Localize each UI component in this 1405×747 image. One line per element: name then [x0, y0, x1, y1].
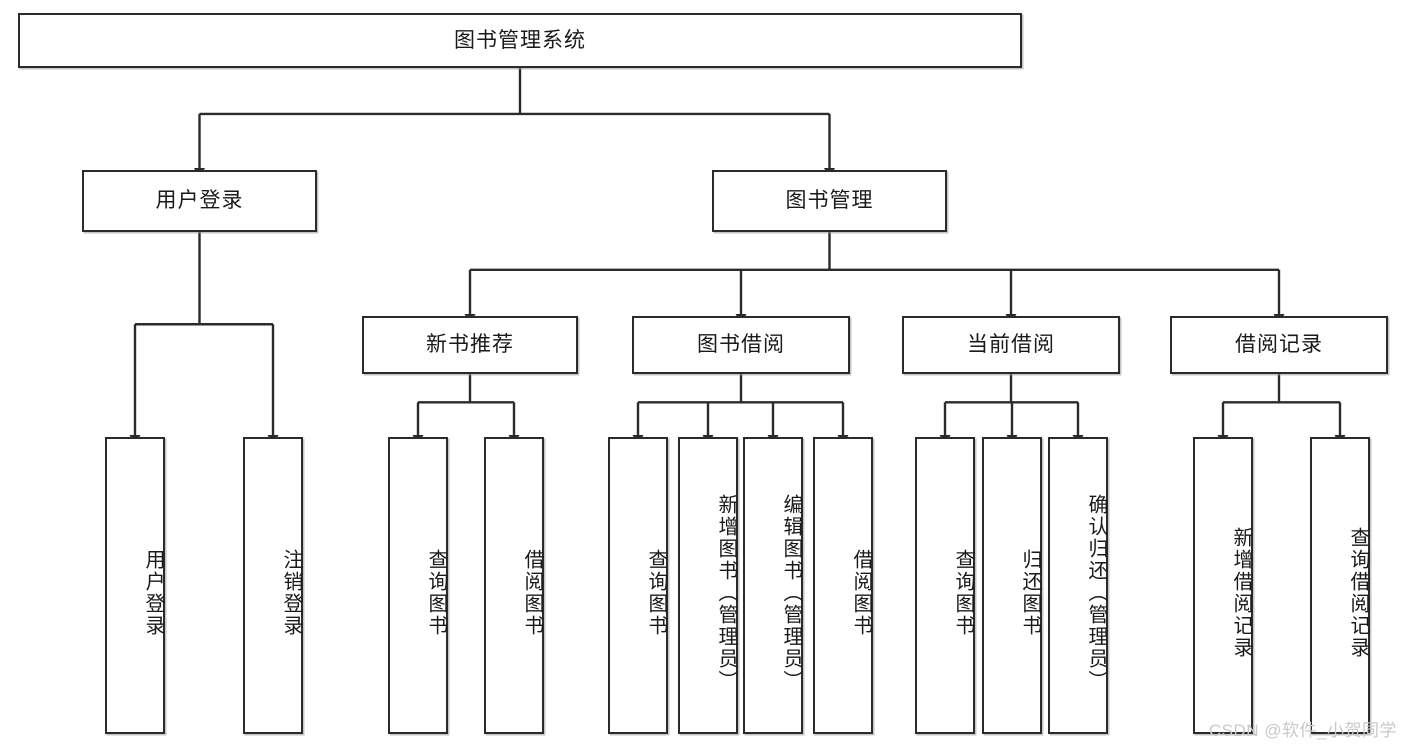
node-label: 查询图书 — [425, 548, 447, 637]
node-leaf-cur-return[interactable]: 归还图书 — [982, 437, 1042, 734]
node-leaf-borrow-add[interactable]: 新增图书（管理员） — [678, 437, 738, 734]
node-leaf-rec-add[interactable]: 新增借阅记录 — [1193, 437, 1253, 734]
node-current-borrow[interactable]: 当前借阅 — [902, 316, 1120, 374]
node-label: 用户登录 — [142, 548, 164, 637]
node-leaf-user-logout[interactable]: 注销登录 — [243, 437, 303, 734]
node-label: 当前借阅 — [967, 333, 1055, 357]
node-new-book-rec[interactable]: 新书推荐 — [362, 316, 578, 374]
node-label: 新增图书（管理员） — [715, 493, 737, 692]
edge-group — [129, 68, 1346, 445]
node-label: 查询借阅记录 — [1347, 526, 1369, 659]
node-book-manage[interactable]: 图书管理 — [712, 170, 947, 232]
node-leaf-borrow-query[interactable]: 查询图书 — [608, 437, 668, 734]
node-label: 借阅图书 — [521, 548, 543, 637]
node-label: 借阅图书 — [850, 548, 872, 637]
node-leaf-borrow-edit[interactable]: 编辑图书（管理员） — [743, 437, 803, 734]
node-label: 查询图书 — [645, 548, 667, 637]
node-user-login[interactable]: 用户登录 — [82, 170, 317, 232]
node-leaf-borrow-lend[interactable]: 借阅图书 — [813, 437, 873, 734]
node-label: 新增借阅记录 — [1230, 526, 1252, 659]
node-label: 新书推荐 — [426, 333, 514, 357]
node-leaf-rec-borrow[interactable]: 借阅图书 — [484, 437, 544, 734]
node-leaf-cur-query[interactable]: 查询图书 — [915, 437, 975, 734]
node-root[interactable]: 图书管理系统 — [18, 13, 1022, 68]
node-label: 借阅记录 — [1235, 333, 1323, 357]
node-label: 图书管理 — [785, 189, 874, 213]
node-borrow-record[interactable]: 借阅记录 — [1170, 316, 1388, 374]
node-label: 编辑图书（管理员） — [780, 493, 802, 692]
node-label: 查询图书 — [952, 548, 974, 637]
node-book-borrow[interactable]: 图书借阅 — [632, 316, 850, 374]
node-label: 注销登录 — [280, 548, 302, 637]
watermark-label: CSDN @软件_小贺同学 — [1208, 721, 1397, 740]
node-label: 图书借阅 — [697, 333, 785, 357]
node-leaf-cur-confirm[interactable]: 确认归还（管理员） — [1048, 437, 1108, 734]
node-leaf-rec-search[interactable]: 查询借阅记录 — [1310, 437, 1370, 734]
node-label: 确认归还（管理员） — [1085, 493, 1107, 692]
node-label: 图书管理系统 — [454, 28, 586, 52]
node-label: 用户登录 — [155, 189, 244, 213]
node-leaf-user-login[interactable]: 用户登录 — [105, 437, 165, 734]
node-label: 归还图书 — [1019, 548, 1041, 637]
node-leaf-rec-query[interactable]: 查询图书 — [388, 437, 448, 734]
